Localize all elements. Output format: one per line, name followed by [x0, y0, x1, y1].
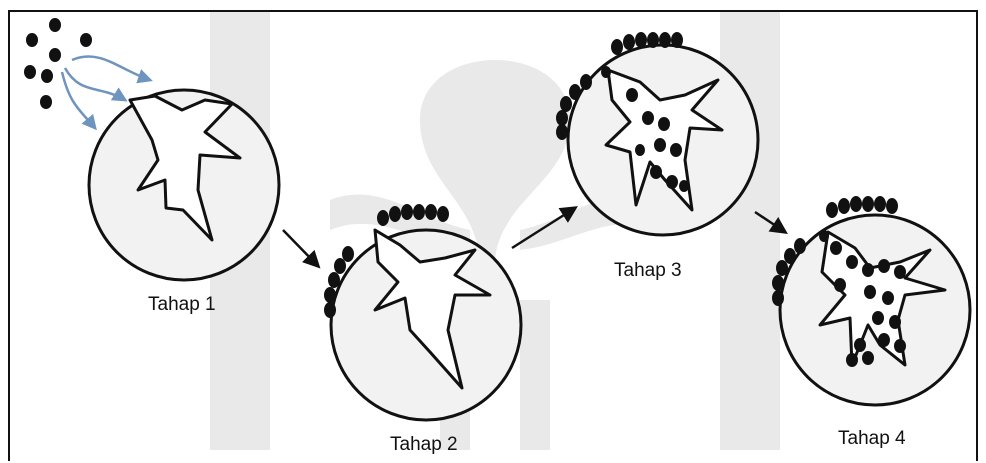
free-particles — [24, 18, 92, 109]
stage-1-label: Tahap 1 — [148, 294, 216, 316]
stage-2-label: Tahap 2 — [390, 434, 458, 456]
stage-4-label: Tahap 4 — [838, 428, 906, 450]
arrow-3-to-4 — [755, 212, 785, 232]
stage-3-pore — [556, 32, 758, 235]
stage-1-pore — [89, 90, 279, 280]
arrow-1-to-2 — [283, 230, 318, 266]
stage-3-label: Tahap 3 — [614, 260, 682, 282]
stage-2-pore — [324, 204, 521, 420]
arrow-2-to-3 — [512, 208, 575, 248]
stage-4-pore — [772, 196, 970, 405]
